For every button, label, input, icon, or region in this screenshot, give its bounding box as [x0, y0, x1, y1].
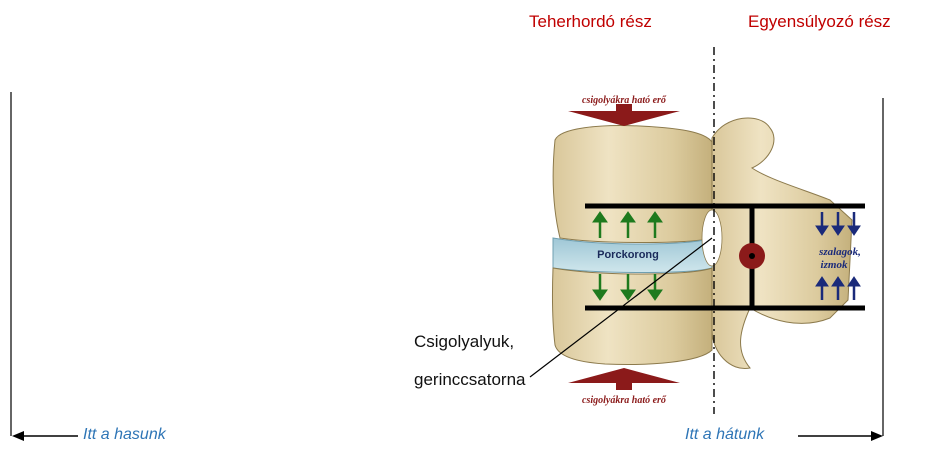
- force-label-bottom: csigolyákra ható erő: [582, 395, 667, 406]
- ligaments-label-line1: szalagok,: [818, 246, 861, 258]
- ligament-down-arrows-icon: [816, 212, 860, 235]
- callout-label-line1: Csigolyalyuk,: [414, 332, 514, 352]
- ligaments-label-line2: izmok: [821, 259, 848, 271]
- force-label-top: csigolyákra ható erő: [582, 95, 667, 106]
- ligament-up-arrows-icon: [816, 277, 860, 300]
- vertebra-illustration: [552, 118, 852, 369]
- callout-label-line2: gerinccsatorna: [414, 370, 526, 390]
- back-label: Itt a hátunk: [685, 426, 764, 444]
- disc-label: Porckorong: [597, 249, 659, 261]
- belly-arrow-icon: [12, 431, 78, 441]
- force-arrow-bottom: [568, 368, 680, 390]
- belly-label: Itt a hasunk: [83, 426, 166, 444]
- back-arrow-icon: [798, 431, 883, 441]
